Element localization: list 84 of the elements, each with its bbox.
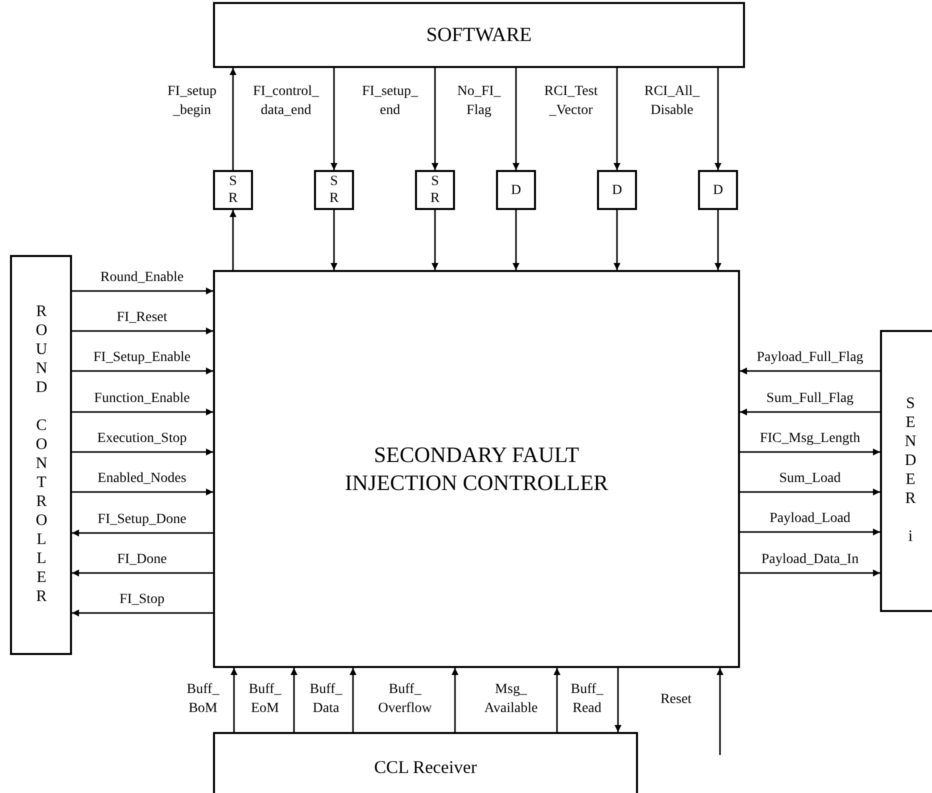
block-title: SECONDARY FAULT INJECTION CONTROLLER [344,441,610,497]
arrow [614,68,620,170]
signal-label: No_FI_ Flag [456,83,502,120]
arrow [330,210,338,270]
signal-label: FI_Done [116,551,168,569]
arrow [740,528,880,536]
arrow [72,288,213,294]
signal-label: Reset [659,691,693,709]
arrow [614,210,620,270]
signal-label: Buff_ Read [570,681,604,718]
block-title: S R [328,173,340,207]
arrow [554,668,560,732]
signal-label: Payload_Full_Flag [756,349,864,367]
arrow [452,668,458,732]
arrow [290,668,298,732]
signal-label: FI_control_ data_end [252,83,320,120]
signal-label: Execution_Stop [96,430,188,448]
block-box [213,2,745,68]
signal-label: Round_Enable [99,269,185,287]
block-box [213,270,740,668]
signal-label: RCI_Test _Vector [543,83,599,120]
arrow [740,408,880,416]
block-title: D [712,182,724,198]
arrow [230,668,238,732]
signal-label: RCI_All_ Disable [643,83,701,120]
arrow [230,210,236,270]
flip-flop-box [496,170,536,210]
signal-label: FIC_Msg_Length [758,430,862,448]
signal-label: Buff_ BoM [186,681,220,718]
arrow [432,68,438,170]
arrow [432,210,438,270]
arrow [72,488,213,496]
block-title: SENDER i [901,395,919,547]
arrow [512,210,520,270]
flip-flop-box [213,170,253,210]
block-box [880,330,932,612]
block-title: D [510,182,522,198]
arrow [230,68,236,170]
arrow [72,530,213,536]
arrow [740,448,880,456]
block-title: CCL Receiver [374,756,477,779]
signal-label: FI_Setup_Done [96,511,188,529]
signal-label: FI_Reset [116,309,168,327]
arrow [740,368,880,374]
arrow [72,570,213,576]
signal-label: FI_setup _begin [166,83,218,120]
flip-flop-box [415,170,455,210]
signal-label: Function_Enable [93,390,191,408]
signal-label: Payload_Data_In [760,551,860,569]
arrow [72,408,213,416]
arrow [740,570,880,576]
arrow [330,68,338,170]
arrow [714,210,722,270]
arrow [72,610,213,616]
flip-flop-box [314,170,354,210]
arrow [714,68,722,170]
signal-label: FI_Stop [118,591,166,609]
arrow [72,368,213,374]
signal-label: FI_Setup_Enable [92,349,192,367]
signal-label: Buff_ EoM [248,681,282,718]
arrow [740,488,880,496]
arrow [72,448,213,456]
signal-label: Msg_ Available [483,681,539,718]
block-title: S R [227,173,239,207]
signal-label: FI_setup_ end [361,83,420,120]
flip-flop-box [597,170,637,210]
block-title: ROUND CONTROLLER [32,303,50,607]
arrow [350,668,356,732]
signal-label: Buff_ Data [308,681,344,718]
block-title: D [611,182,623,198]
flip-flop-box [698,170,738,210]
block-box [213,732,638,793]
signal-label: Payload_Load [768,510,852,528]
block-box [10,255,72,655]
signal-label: Buff_ Overflow [377,681,433,718]
arrow [72,328,213,334]
arrow [716,668,724,755]
signal-label: Sum_Load [778,470,842,488]
signal-label: Sum_Full_Flag [765,390,855,408]
signal-label: Enabled_Nodes [96,470,188,488]
block-title: SOFTWARE [426,23,532,48]
arrow [614,668,622,732]
arrow [512,68,520,170]
block-title: S R [429,173,441,207]
